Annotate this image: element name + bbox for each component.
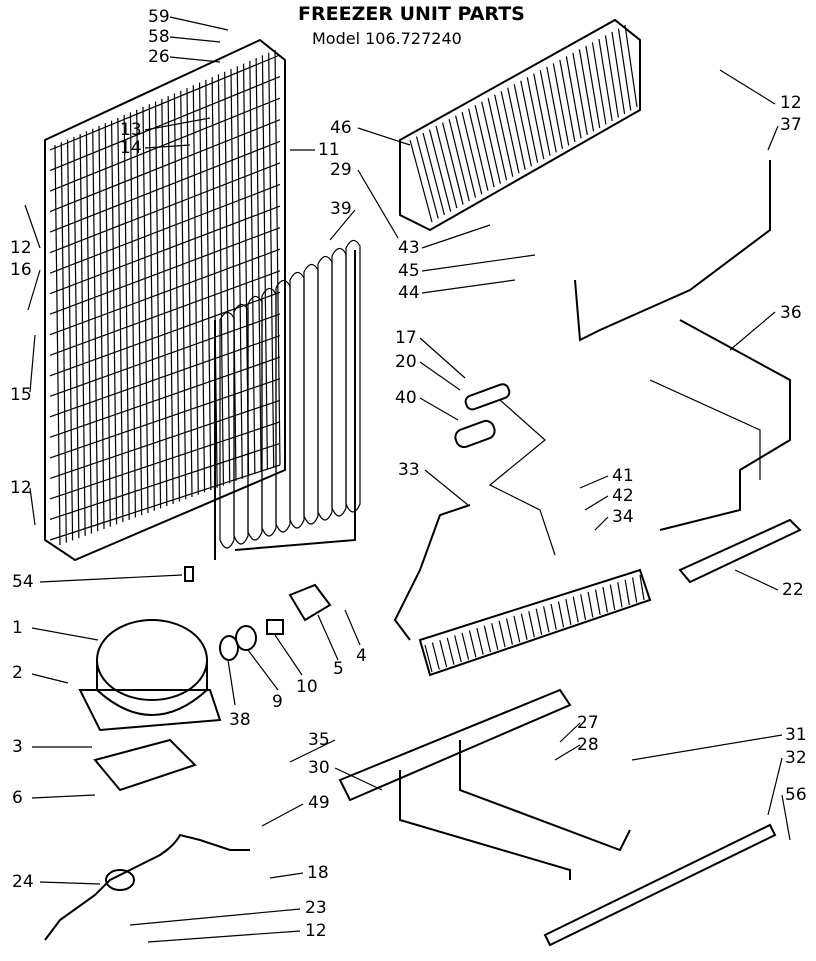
callout-label: 36 [780, 303, 802, 323]
power-cord [44, 833, 250, 941]
callout-label: 10 [296, 677, 318, 697]
callout-label: 27 [577, 713, 599, 733]
callout-label: 16 [10, 260, 32, 280]
callout-label: 26 [148, 47, 170, 67]
bracket-6 [93, 738, 197, 792]
frame-30-leg [399, 770, 571, 880]
callout-label: 18 [307, 863, 329, 883]
callout-labels: 59 58 26 13 14 11 12 16 15 12 39 46 29 4… [10, 7, 807, 941]
callout-label: 17 [395, 328, 417, 348]
drier [454, 419, 496, 449]
callout-label: 14 [120, 138, 142, 158]
callout-label: 56 [785, 785, 807, 805]
callout-label: 46 [330, 118, 352, 138]
condenser-grid [44, 38, 286, 562]
callout-label: 34 [612, 507, 634, 527]
callout-label: 59 [148, 7, 170, 27]
callout-label: 23 [305, 898, 327, 918]
callout-label: 3 [12, 737, 23, 757]
bracket-22 [678, 518, 802, 584]
callout-label: 11 [318, 140, 340, 160]
overload-10 [266, 619, 284, 635]
callout-label: 28 [577, 735, 599, 755]
callout-label: 20 [395, 352, 417, 372]
screw-54 [184, 566, 194, 582]
callout-label: 40 [395, 388, 417, 408]
frame-30 [338, 688, 572, 802]
callout-label: 38 [229, 710, 251, 730]
callout-label: 2 [12, 663, 23, 683]
callout-label: 44 [398, 283, 420, 303]
callout-label: 5 [333, 659, 344, 679]
leader-lines [24, 16, 791, 943]
callout-label: 43 [398, 238, 420, 258]
callout-label: 15 [10, 385, 32, 405]
callout-label: 12 [305, 921, 327, 941]
callout-label: 41 [612, 466, 634, 486]
callout-label: 13 [120, 120, 142, 140]
suction-line [659, 319, 791, 531]
callout-label: 1 [12, 618, 23, 638]
callout-label: 6 [12, 788, 23, 808]
callout-label: 58 [148, 27, 170, 47]
callout-label: 54 [12, 572, 34, 592]
cord-clamp [105, 869, 135, 891]
model-number: Model 106.727240 [312, 29, 462, 48]
callout-label: 49 [308, 793, 330, 813]
callout-label: 24 [12, 872, 34, 892]
callout-label: 45 [398, 261, 420, 281]
condenser-coil [214, 239, 361, 560]
callout-label: 9 [272, 692, 283, 712]
callout-label: 42 [612, 486, 634, 506]
drier-tube [488, 399, 556, 556]
callout-label: 33 [398, 460, 420, 480]
cover-5 [288, 583, 332, 622]
callout-label: 12 [10, 478, 32, 498]
callout-label: 30 [308, 758, 330, 778]
diagram-title: FREEZER UNIT PARTS [298, 3, 525, 25]
strainer [464, 383, 511, 411]
callout-label: 31 [785, 725, 807, 745]
callout-label: 22 [782, 580, 804, 600]
callout-label: 12 [10, 238, 32, 258]
frame-30-rail [459, 740, 631, 852]
callout-label: 32 [785, 748, 807, 768]
lower-coil [418, 568, 652, 677]
callout-label: 39 [330, 199, 352, 219]
compressor [78, 619, 222, 732]
grommet-38 [219, 635, 239, 661]
relay-9 [235, 625, 257, 651]
callout-label: 4 [356, 646, 367, 666]
callout-label: 35 [308, 730, 330, 750]
callout-label: 12 [780, 93, 802, 113]
suction-line-lower [649, 379, 761, 480]
capillary-tube [574, 160, 771, 342]
tube-33 [393, 504, 471, 641]
evaporator [399, 18, 641, 232]
callout-label: 29 [330, 160, 352, 180]
rail-32 [543, 823, 777, 947]
callout-label: 37 [780, 115, 802, 135]
